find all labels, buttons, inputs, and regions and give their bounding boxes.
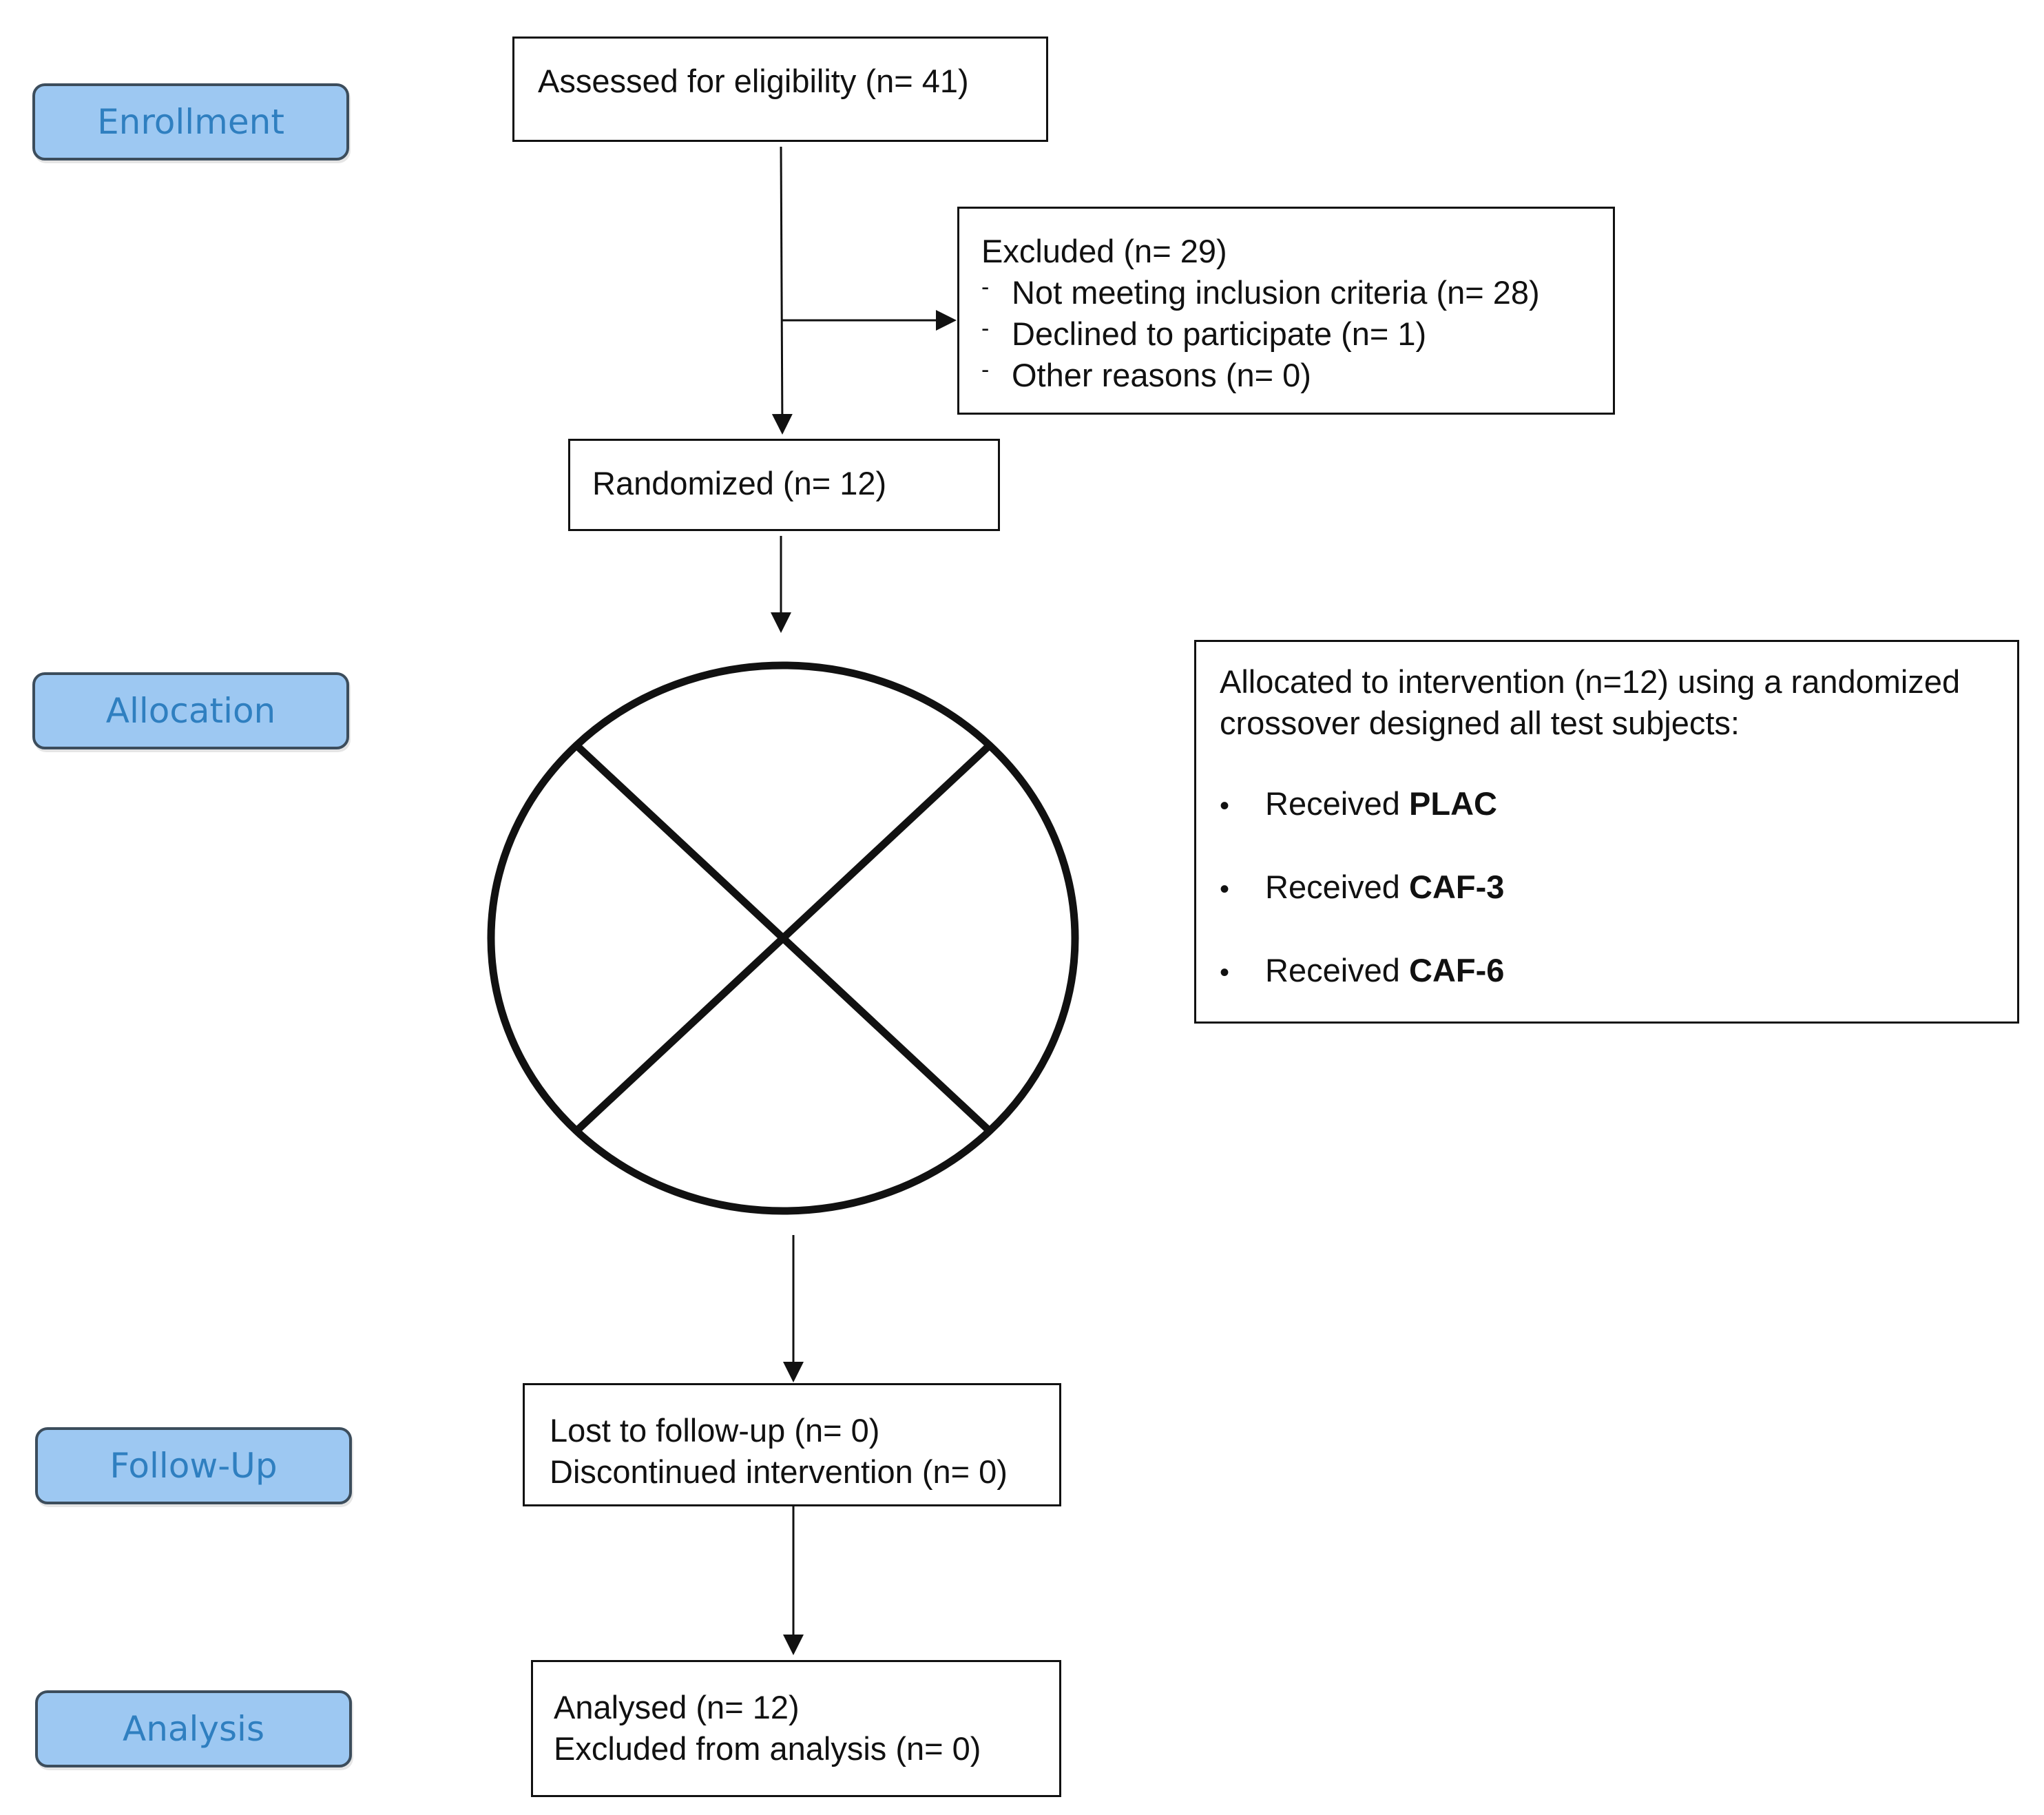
phase-enrollment: Enrollment bbox=[32, 83, 349, 160]
excluded-item: -Other reasons (n= 0) bbox=[981, 355, 1613, 396]
lost-to-follow-up: Lost to follow-up (n= 0) bbox=[550, 1412, 880, 1449]
randomized-box: Randomized (n= 12) bbox=[568, 439, 1000, 531]
phase-allocation: Allocation bbox=[32, 672, 349, 749]
assessed-text: Assessed for eligibility (n= 41) bbox=[538, 63, 969, 99]
excluded-item: -Declined to participate (n= 1) bbox=[981, 313, 1613, 355]
excluded-item: -Not meeting inclusion criteria (n= 28) bbox=[981, 272, 1613, 313]
allocation-cross-line-b bbox=[574, 742, 992, 1134]
assessed-box: Assessed for eligibility (n= 41) bbox=[512, 37, 1048, 142]
excluded-item-label: Declined to participate (n= 1) bbox=[1012, 315, 1427, 352]
phase-analysis: Analysis bbox=[35, 1690, 352, 1767]
received-label: Received bbox=[1265, 952, 1400, 988]
analysis-box: Analysed (n= 12) Excluded from analysis … bbox=[531, 1660, 1061, 1797]
dash-marker: - bbox=[981, 357, 990, 383]
dash-marker: - bbox=[981, 274, 990, 300]
received-label: Received bbox=[1265, 869, 1400, 905]
received-label: Received bbox=[1265, 785, 1400, 822]
phase-analysis-label: Analysis bbox=[122, 1709, 264, 1749]
allocated-line-2: crossover designed all test subjects: bbox=[1220, 705, 1740, 741]
bullet-marker: • bbox=[1220, 874, 1230, 904]
allocated-item: • Received PLAC bbox=[1220, 783, 2017, 827]
allocated-item: • Received CAF-3 bbox=[1220, 867, 2017, 910]
allocated-item: • Received CAF-6 bbox=[1220, 950, 2017, 993]
excluded-from-analysis: Excluded from analysis (n= 0) bbox=[554, 1730, 981, 1767]
follow-up-box: Lost to follow-up (n= 0) Discontinued in… bbox=[523, 1383, 1061, 1506]
dash-marker: - bbox=[981, 315, 990, 342]
excluded-item-label: Not meeting inclusion criteria (n= 28) bbox=[1012, 274, 1540, 311]
phase-enrollment-label: Enrollment bbox=[97, 102, 284, 142]
phase-allocation-label: Allocation bbox=[105, 691, 276, 731]
analysed-count: Analysed (n= 12) bbox=[554, 1689, 800, 1725]
treatment-label: CAF-6 bbox=[1409, 952, 1505, 988]
allocation-crossover-symbol bbox=[487, 661, 1079, 1215]
randomized-text: Randomized (n= 12) bbox=[592, 465, 887, 501]
allocated-box: Allocated to intervention (n=12) using a… bbox=[1194, 640, 2019, 1024]
discontinued-intervention: Discontinued intervention (n= 0) bbox=[550, 1453, 1008, 1490]
bullet-marker: • bbox=[1220, 791, 1230, 821]
allocated-line-1: Allocated to intervention (n=12) using a… bbox=[1220, 663, 1961, 700]
treatment-label: CAF-3 bbox=[1409, 869, 1505, 905]
arrow-assessed-to-randomized bbox=[771, 146, 793, 435]
phase-follow-up-label: Follow-Up bbox=[110, 1446, 278, 1486]
bullet-marker: • bbox=[1220, 957, 1230, 988]
excluded-title: Excluded (n= 29) bbox=[981, 233, 1227, 269]
excluded-item-label: Other reasons (n= 0) bbox=[1012, 357, 1311, 393]
treatment-label: PLAC bbox=[1409, 785, 1497, 822]
allocation-circle bbox=[487, 661, 1079, 1215]
phase-follow-up: Follow-Up bbox=[35, 1427, 352, 1504]
excluded-box: Excluded (n= 29) -Not meeting inclusion … bbox=[957, 207, 1615, 415]
